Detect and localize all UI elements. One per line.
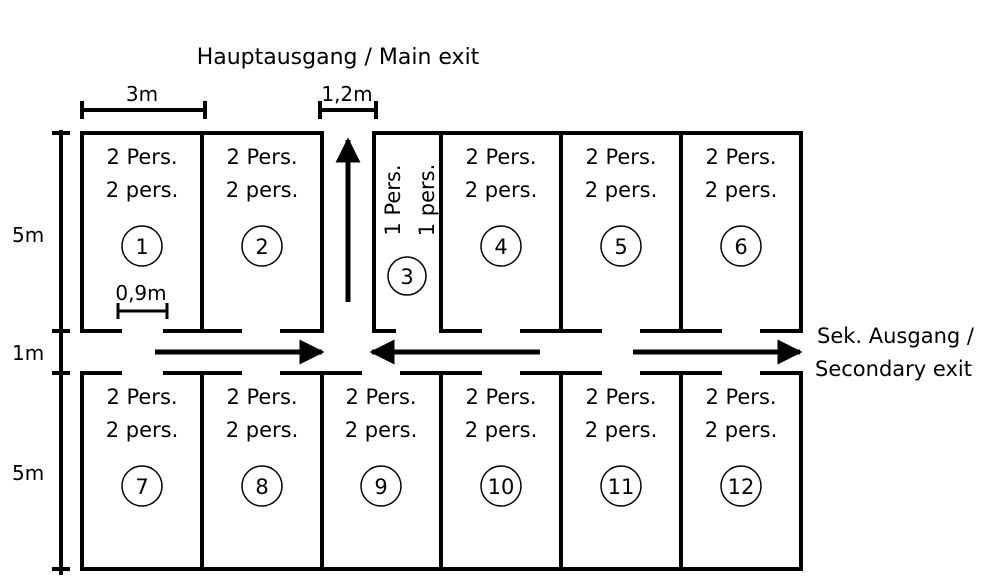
room-7: 2 Pers. 2 pers. 7 — [106, 385, 179, 507]
room-occupancy-de: 1 Pers. — [381, 164, 405, 235]
room-number: 5 — [614, 235, 627, 259]
room-occupancy-de: 2 Pers. — [106, 145, 177, 169]
dimension-exit-label: 1,2m — [321, 82, 372, 106]
walls — [80, 131, 803, 571]
main-exit-title: Hauptausgang / Main exit — [197, 45, 480, 70]
room-number: 7 — [135, 475, 148, 499]
dimension-1m-label: 1m — [12, 341, 44, 365]
room-number-circle — [241, 225, 283, 267]
room-occupancy-en: 2 pers. — [106, 178, 179, 202]
room-occupancy-de: 2 Pers. — [705, 385, 776, 409]
room-occupancy-en: 2 pers. — [585, 178, 658, 202]
secondary-exit-line1: Sek. Ausgang / — [817, 324, 975, 348]
room-occupancy-de: 2 Pers. — [705, 145, 776, 169]
room-number: 12 — [728, 475, 755, 499]
room-number-circle — [121, 225, 163, 267]
room-number-circle — [387, 256, 427, 296]
room-5: 2 Pers. 2 pers. 5 — [585, 145, 658, 267]
room-4: 2 Pers. 2 pers. 4 — [465, 145, 538, 267]
dimension-5m-bottom-label: 5m — [12, 461, 44, 485]
room-occupancy-de: 2 Pers. — [345, 385, 416, 409]
dimension-door-label: 0,9m — [115, 281, 166, 305]
room-occupancy-de: 2 Pers. — [226, 145, 297, 169]
room-occupancy-en: 2 pers. — [226, 418, 299, 442]
room-occupancy-en: 2 pers. — [106, 418, 179, 442]
room-number: 11 — [608, 475, 635, 499]
room-occupancy-de: 2 Pers. — [106, 385, 177, 409]
room-8: 2 Pers. 2 pers. 8 — [226, 385, 299, 507]
room-number-circle — [480, 225, 522, 267]
room-occupancy-en: 2 pers. — [226, 178, 299, 202]
room-number: 9 — [374, 475, 387, 499]
room-occupancy-en: 2 pers. — [705, 418, 778, 442]
room-occupancy-en: 1 pers. — [415, 164, 439, 237]
dimension-door — [116, 303, 169, 319]
room-number-circle — [720, 465, 762, 507]
room-number-circle — [480, 465, 522, 507]
room-number: 3 — [400, 265, 413, 289]
room-occupancy-en: 2 pers. — [585, 418, 658, 442]
room-occupancy-en: 2 pers. — [345, 418, 418, 442]
room-occupancy-en: 2 pers. — [465, 178, 538, 202]
dimension-3m — [80, 101, 207, 119]
room-11: 2 Pers. 2 pers. 11 — [585, 385, 658, 507]
room-2: 2 Pers. 2 pers. 2 — [226, 145, 299, 267]
room-occupancy-de: 2 Pers. — [226, 385, 297, 409]
room-number: 8 — [255, 475, 268, 499]
room-1: 2 Pers. 2 pers. 1 — [106, 145, 179, 267]
dimension-exit — [318, 101, 378, 119]
room-number-circle — [241, 465, 283, 507]
room-number: 10 — [488, 475, 515, 499]
room-occupancy-de: 2 Pers. — [585, 385, 656, 409]
room-occupancy-de: 2 Pers. — [465, 145, 536, 169]
secondary-exit-line2: Secondary exit — [815, 357, 972, 381]
rooms: 2 Pers. 2 pers. 1 2 Pers. 2 pers. 2 1 Pers. 1 p… — [106, 145, 778, 507]
room-number-circle — [360, 465, 402, 507]
room-number: 2 — [255, 235, 268, 259]
room-number-circle — [600, 465, 642, 507]
room-10: 2 Pers. 2 pers. 10 — [465, 385, 538, 507]
room-occupancy-de: 2 Pers. — [465, 385, 536, 409]
room-12: 2 Pers. 2 pers. 12 — [705, 385, 778, 507]
room-6: 2 Pers. 2 pers. 6 — [705, 145, 778, 267]
room-number: 4 — [494, 235, 507, 259]
room-number-circle — [720, 225, 762, 267]
room-number-circle — [121, 465, 163, 507]
dimension-vertical — [52, 130, 70, 575]
room-occupancy-en: 2 pers. — [465, 418, 538, 442]
room-number: 1 — [135, 235, 148, 259]
room-occupancy-de: 2 Pers. — [585, 145, 656, 169]
dimension-5m-top-label: 5m — [12, 223, 44, 247]
escape-arrows — [155, 137, 803, 365]
room-9: 2 Pers. 2 pers. 9 — [345, 385, 418, 507]
dimension-3m-label: 3m — [126, 82, 158, 106]
room-occupancy-en: 2 pers. — [705, 178, 778, 202]
room-number: 6 — [734, 235, 747, 259]
room-number-circle — [600, 225, 642, 267]
room-3: 1 Pers. 1 pers. 3 — [381, 164, 439, 296]
